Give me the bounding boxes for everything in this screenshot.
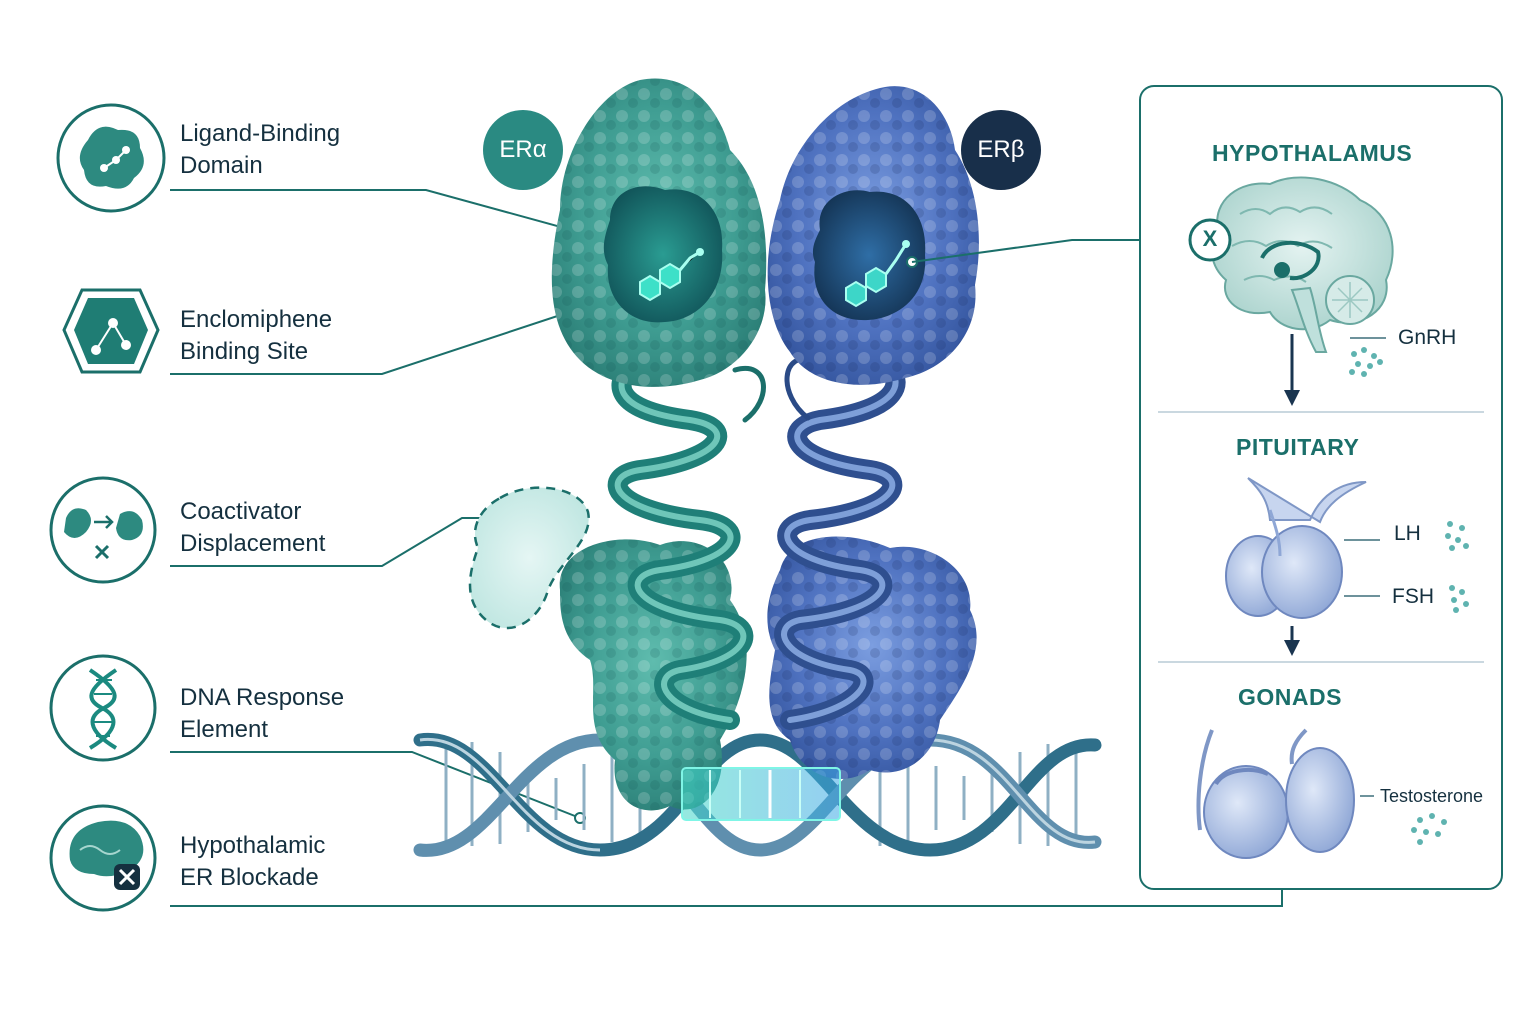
fsh-particles <box>1449 585 1469 613</box>
legend-label-coactivator-displacement: Coactivator Displacement <box>180 498 326 557</box>
gonads-title: GONADS <box>1238 684 1342 710</box>
er-alpha-badge <box>483 110 563 190</box>
lh-particles <box>1445 521 1469 551</box>
legend-label-hypothalamic-er-blockade: Hypothalamic ER Blockade <box>180 832 326 891</box>
enclomiphene-molecule-beta <box>845 240 910 308</box>
legend-icon-coactivator-displacement <box>49 476 157 584</box>
legend-label-dna-response-element: DNA Response Element <box>180 684 345 743</box>
er-alpha-ligand-binding-domain <box>551 78 767 387</box>
er-beta-ligand-binding-domain <box>767 86 979 385</box>
legend-icon-dna-response-element <box>49 654 157 762</box>
hypothalamus-block-icon <box>1188 218 1232 262</box>
hormone-leader-ticks <box>1344 337 1386 797</box>
enclomiphene-molecule-alpha <box>639 248 704 302</box>
testosterone-label: Testosterone <box>1380 786 1484 806</box>
arrow-hypothalamus-to-pituitary <box>1284 334 1300 406</box>
er-beta-label: ERβ <box>977 136 1025 163</box>
gonads-illustration <box>1196 728 1355 859</box>
brain-illustration <box>1210 176 1394 353</box>
displaced-coactivator <box>468 486 590 630</box>
er-alpha-helix <box>607 350 766 730</box>
legend-label-ligand-binding-domain: Ligand-Binding Domain <box>180 120 341 179</box>
gnrh-label: GnRH <box>1398 326 1457 349</box>
er-beta-badge <box>961 110 1041 190</box>
block-x-symbol: X <box>1202 226 1218 251</box>
hypothalamus-title: HYPOTHALAMUS <box>1212 140 1413 166</box>
legend-icon-ligand-binding-domain <box>56 103 166 213</box>
legend-label-enclomiphene-binding-site: Enclomiphene Binding Site <box>180 306 333 365</box>
connector-dna <box>170 751 581 819</box>
pituitary-title: PITUITARY <box>1236 434 1360 460</box>
connector-binding-site <box>170 297 613 375</box>
legend-icon-enclomiphene-binding-site <box>62 288 160 374</box>
connector-blockade <box>170 872 1283 907</box>
dna-response-element-highlight <box>681 767 841 821</box>
legend-icon-hypothalamic-er-blockade <box>49 804 157 912</box>
pituitary-illustration <box>1225 477 1367 619</box>
arrow-pituitary-to-gonads <box>1284 626 1300 656</box>
testosterone-particles <box>1411 813 1447 845</box>
lh-label: LH <box>1394 522 1421 545</box>
fsh-label: FSH <box>1392 585 1434 608</box>
er-alpha-label: ERα <box>499 136 547 163</box>
gnrh-particles <box>1349 347 1383 377</box>
